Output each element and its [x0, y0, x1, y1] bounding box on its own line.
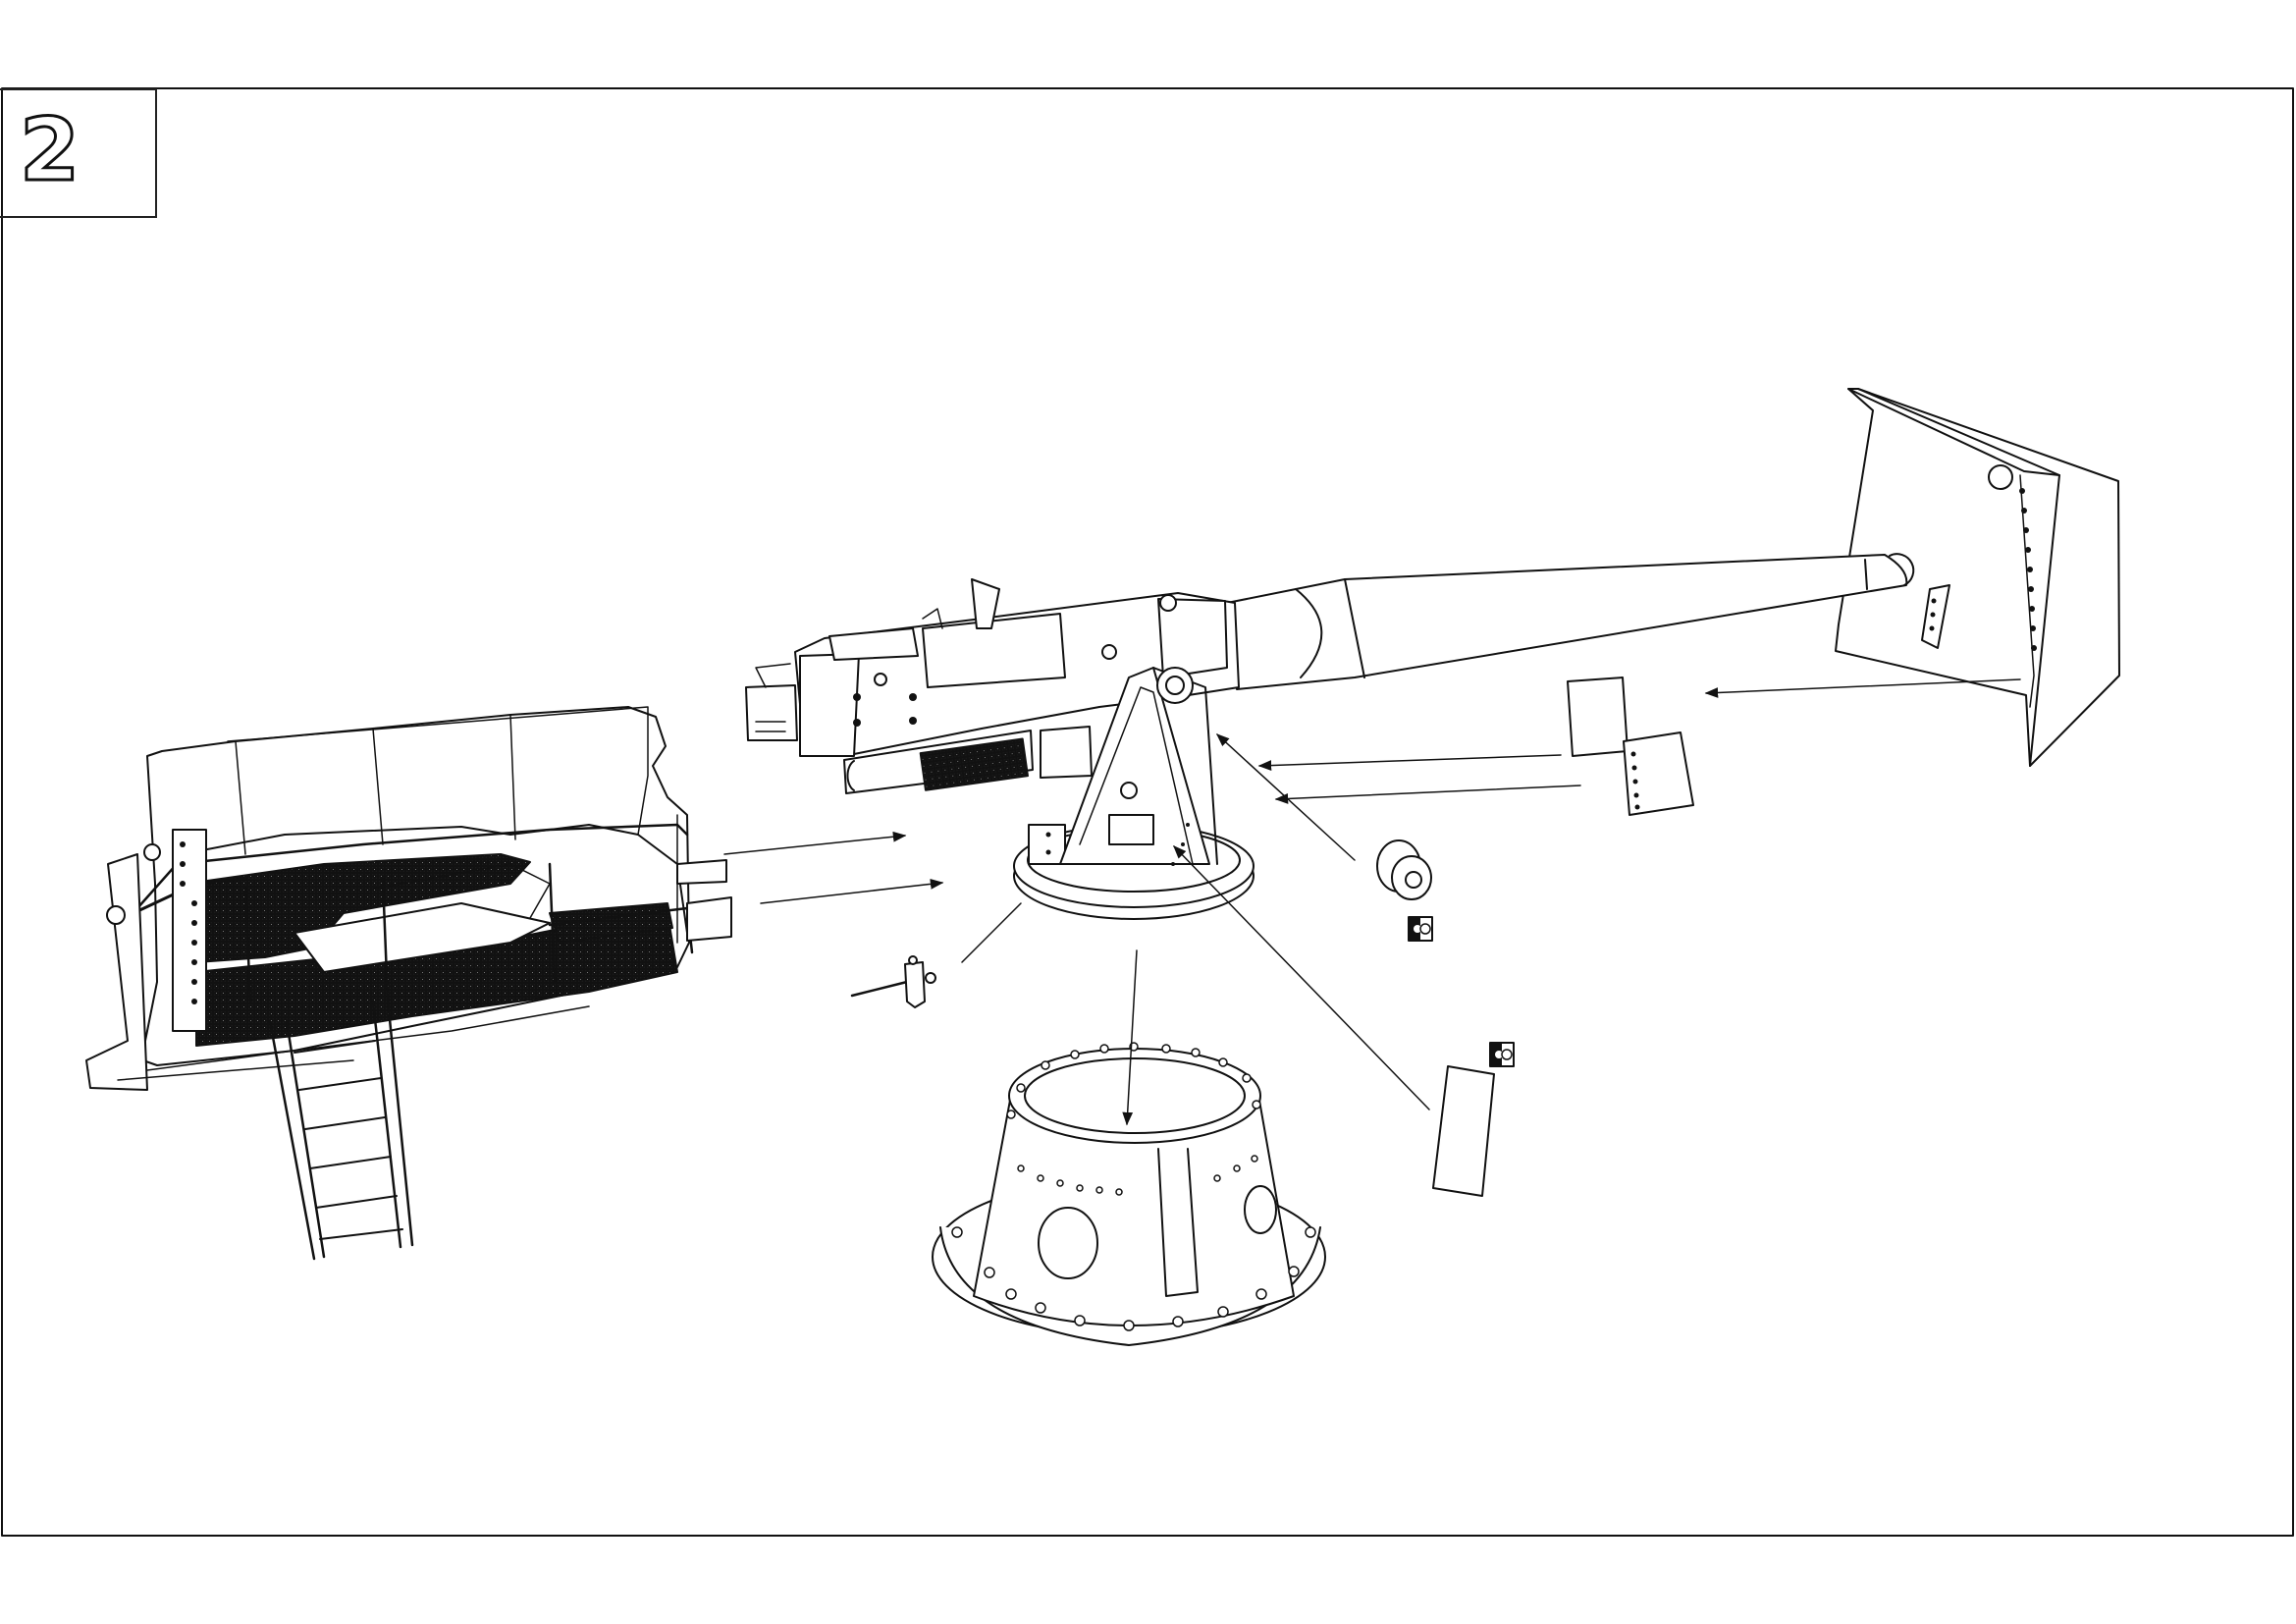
recuperator-springs	[843, 726, 1093, 794]
pedestal-mount	[1013, 667, 1255, 920]
sight-assembly	[850, 955, 936, 1008]
page-frame	[1, 87, 2294, 1537]
small-plate	[1432, 1065, 1495, 1197]
shield-plate-a	[1567, 677, 1629, 757]
step-number-box: 2	[0, 88, 157, 218]
gun-pedestal-base	[932, 1042, 1326, 1346]
ladder	[268, 998, 414, 1261]
shield-plate-b	[1623, 731, 1694, 816]
step-number: 2	[18, 97, 80, 201]
photo-etch-part-icon	[1489, 1042, 1515, 1067]
handwheel	[1376, 839, 1432, 900]
assembly-arrows	[723, 678, 2021, 1126]
gun-shield	[1835, 388, 2120, 767]
photo-etch-part-icon	[1408, 916, 1433, 942]
gun-barrel	[1226, 553, 1915, 690]
breech-assembly	[745, 578, 1240, 794]
platform-deck	[85, 706, 732, 1091]
